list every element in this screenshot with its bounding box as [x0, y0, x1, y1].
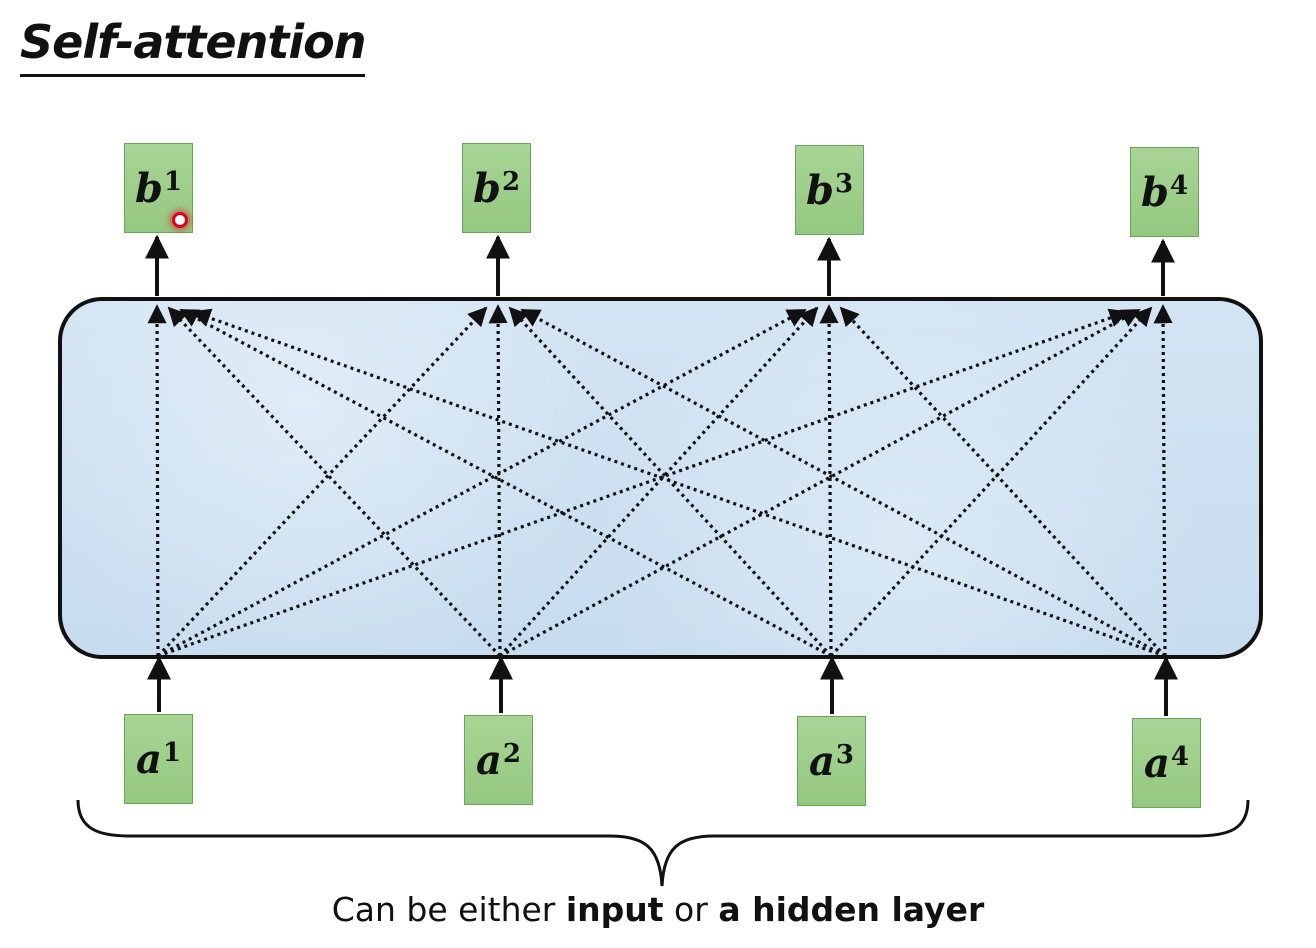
pointer-cursor	[172, 212, 188, 228]
caption-bold-hidden-layer: a hidden layer	[718, 890, 985, 929]
caption-bold-input: input	[565, 890, 664, 929]
caption: Can be either input or a hidden layer	[0, 890, 1316, 929]
slide-title: Self-attention	[20, 12, 366, 77]
caption-text-1: Can be either	[331, 890, 566, 929]
caption-text-2: or	[663, 890, 719, 929]
